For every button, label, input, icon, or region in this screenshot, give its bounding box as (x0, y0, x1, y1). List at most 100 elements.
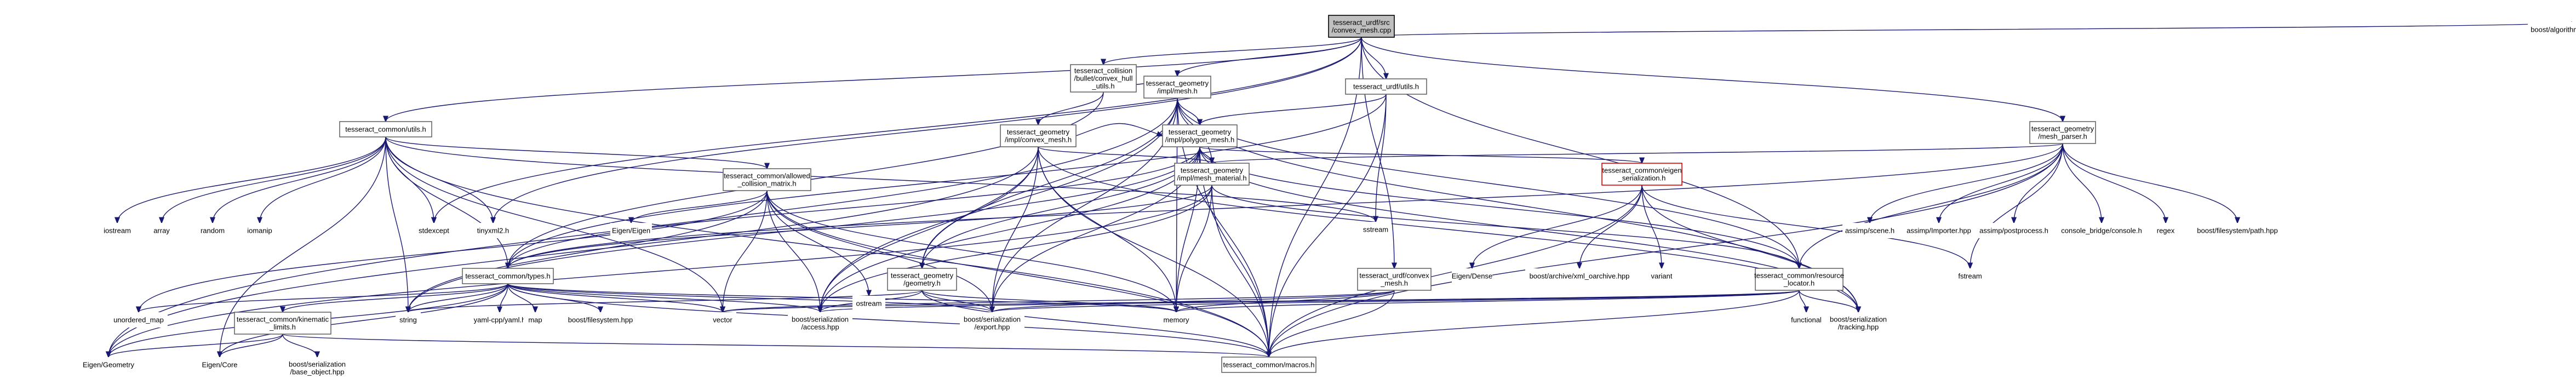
node-boost-tracking: boost/serialization/tracking.hpp (1826, 312, 1891, 334)
node-label: /impl/polygon_mesh.h (1165, 136, 1234, 144)
node-backdrop (101, 223, 134, 238)
edge-urdf_cvx-to-boost_export (992, 290, 1395, 312)
node-sstream: sstream (1360, 222, 1392, 237)
node-boost-xml: boost/archive/xml_oarchive.hpp (1525, 268, 1634, 284)
edge-mesh_parser-to-boost_fs_path (2062, 143, 2237, 223)
node-box (462, 268, 554, 284)
node-box (339, 121, 432, 137)
edge-urdf_utils-to-geom_poly (1200, 94, 1387, 125)
edge-common_types-to-string (408, 283, 508, 312)
edge-common_types-to-macros (507, 283, 1269, 357)
node-backdrop (1842, 223, 1897, 238)
node-label: ostream (856, 300, 882, 308)
node-backdrop (564, 312, 637, 328)
edge-common_utils-to-common_types (385, 136, 508, 268)
node-geom-cvx[interactable]: tesseract_geometry/impl/convex_mesh.h (1000, 124, 1077, 147)
edge-mesh_material-to-resource (1211, 185, 1799, 268)
node-label: tesseract_geometry (891, 272, 954, 280)
node-backdrop (199, 357, 240, 372)
edge-resource-to-macros (1269, 290, 1800, 357)
node-string: string (396, 312, 421, 328)
node-backdrop (81, 357, 136, 372)
node-label: Eigen/Geometry (83, 361, 134, 369)
node-box (723, 168, 811, 191)
node-label: sstream (1363, 226, 1388, 234)
node-geom-poly[interactable]: tesseract_geometry/impl/polygon_mesh.h (1162, 124, 1238, 147)
node-boost-export: boost/serialization/export.hpp (960, 312, 1024, 334)
node-label: /geometry.h (903, 279, 941, 288)
node-assimp-post: assimp/postprocess.h (1979, 223, 2049, 238)
node-label: tesseract_common/resource (1754, 272, 1844, 280)
edge-common_types-to-kinematic (283, 283, 508, 312)
node-assimp-importer: assimp/Importer.hpp (1905, 223, 1972, 238)
edge-common_types-to-eigen_core (220, 283, 508, 357)
node-boost-access: boost/serialization/access.hpp (788, 312, 852, 334)
node-label: /bullet/convex_hull (1074, 74, 1133, 83)
node-label: _locator.h (1783, 279, 1814, 288)
edge-geom_geometry-to-boost_export (921, 290, 992, 312)
node-box (2029, 121, 2096, 144)
node-urdf-cvx[interactable]: tesseract_urdf/convex_mesh.h (1357, 268, 1432, 291)
node-ostream: ostream (852, 296, 885, 311)
edge-geom_poly-to-string (408, 146, 1200, 312)
node-label: vector (713, 316, 732, 324)
node-mesh-parser[interactable]: tesseract_geometry/mesh_parser.h (2029, 121, 2096, 144)
edge-common_types-to-map (507, 283, 535, 312)
node-eigen-ser[interactable]: tesseract_common/eigen_serialization.h (1601, 163, 1682, 186)
node-backdrop (415, 223, 453, 238)
node-backdrop (788, 312, 852, 334)
edge-kinematic-to-eigen_core (220, 334, 283, 357)
edge-geom_cvx-to-boost_access (820, 146, 1039, 312)
node-label: /mesh_parser.h (2038, 133, 2087, 141)
node-fstream: fstream (1954, 268, 1986, 284)
node-urdf-utils[interactable]: tesseract_urdf/utils.h (1345, 78, 1427, 95)
node-label: tinyxml2.h (477, 227, 510, 235)
node-resource[interactable]: tesseract_common/resource_locator.h (1754, 268, 1844, 291)
edge-common_utils-to-string (385, 136, 408, 312)
node-label: tesseract_common/utils.h (345, 125, 426, 134)
node-backdrop (1954, 268, 1986, 284)
node-box (1070, 64, 1137, 93)
node-memory: memory (1160, 312, 1192, 328)
node-label: variant (1651, 272, 1672, 280)
node-label: tesseract_geometry (1146, 79, 1209, 88)
edge-mesh_parser-to-console_bridge (2062, 143, 2102, 223)
edge-allowed_cm-to-eigen_eigen (631, 190, 768, 223)
node-macros[interactable]: tesseract_common/macros.h (1221, 357, 1316, 373)
edge-mesh_parser-to-fstream (1970, 143, 2063, 268)
node-common-utils[interactable]: tesseract_common/utils.h (339, 121, 432, 137)
node-boost-base: boost/serialization/base_object.hpp (285, 357, 350, 379)
edge-eigen_ser-to-boost_tracking (1641, 185, 1858, 312)
node-vector: vector (709, 312, 736, 328)
node-bullet-cvx[interactable]: tesseract_collision/bullet/convex_hull_u… (1070, 64, 1137, 93)
node-kinematic[interactable]: tesseract_common/kinematic_limits.h (234, 312, 331, 335)
node-label: assimp/postprocess.h (1979, 227, 2048, 235)
edge-root-to-common_utils (386, 37, 1362, 122)
edge-allowed_cm-to-ostream (766, 190, 869, 296)
node-label: string (399, 316, 417, 324)
node-backdrop (2060, 223, 2143, 238)
node-mesh-material[interactable]: tesseract_geometry/impl/mesh_material.h (1174, 163, 1250, 186)
node-boost-fs-path: boost/filesystem/path.hpp (2194, 223, 2281, 238)
node-allowed-cm[interactable]: tesseract_common/allowed_collision_matri… (723, 168, 811, 191)
node-geom-geometry[interactable]: tesseract_geometry/geometry.h (887, 268, 957, 291)
edge-common_utils-to-macros (385, 136, 1269, 357)
node-backdrop (610, 223, 652, 238)
node-label: Eigen/Dense (1452, 272, 1492, 280)
node-label: /impl/mesh.h (1157, 87, 1198, 95)
node-label: random (201, 227, 225, 235)
edge-geom_cvx-to-boost_export (992, 146, 1039, 312)
node-label: unordered_map (113, 316, 164, 324)
edge-common_utils-to-array (162, 136, 386, 223)
node-common-types[interactable]: tesseract_common/types.h (462, 268, 554, 284)
edge-resource-to-boost_export (992, 290, 1800, 312)
edge-mesh_material-to-macros (1211, 185, 1269, 357)
node-label: assimp/Importer.hpp (1907, 227, 1971, 235)
edge-mesh_material-to-common_types (508, 185, 1212, 268)
node-backdrop (1525, 268, 1634, 284)
node-root[interactable]: tesseract_urdf/src/convex_mesh.cpp (1328, 15, 1395, 38)
node-geom-mesh[interactable]: tesseract_geometry/impl/mesh.h (1143, 76, 1211, 99)
edge-urdf_utils-to-macros (1269, 94, 1387, 357)
node-box (1221, 357, 1316, 373)
